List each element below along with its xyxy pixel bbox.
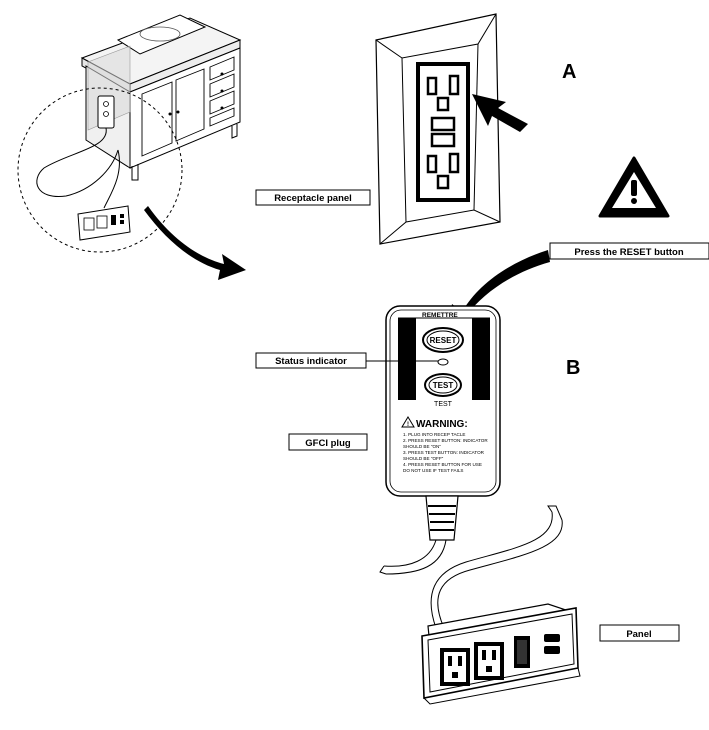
- receptacle-panel-callout: Receptacle panel: [255, 189, 371, 206]
- panel-callout: Panel: [599, 624, 680, 642]
- status-indicator-light: [437, 358, 449, 366]
- section-letter-b: B: [566, 357, 580, 379]
- detail-circle: [17, 87, 183, 253]
- pointer-arrow-icon: [472, 94, 528, 132]
- reset-button[interactable]: RESET: [422, 327, 464, 353]
- press-reset-callout: Press the RESET button: [549, 242, 709, 260]
- test-button-label: TEST: [433, 381, 454, 390]
- svg-text:Panel: Panel: [626, 629, 651, 640]
- svg-text:Status indicator: Status indicator: [275, 356, 347, 367]
- test-button[interactable]: TEST: [424, 373, 462, 397]
- wall-receptacle: [375, 13, 501, 245]
- warning-line: 2. PRESS RESET BUTTON: INDICATOR: [403, 438, 488, 443]
- warning-line: 4. PRESS RESET BUTTON FOR USE: [403, 462, 482, 467]
- warning-line: 3. PRESS TEST BUTTON: INDICATOR: [403, 450, 485, 455]
- warning-title: WARNING:: [416, 419, 468, 430]
- warning-line: 1. PLUG INTO RECEP TACLE: [403, 432, 465, 437]
- gfci-plug-callout: GFCI plug: [288, 433, 368, 451]
- gfci-warning-block: ! WARNING: 1. PLUG INTO RECEP TACLE 2. P…: [401, 416, 488, 473]
- svg-text:Receptacle panel: Receptacle panel: [274, 193, 352, 204]
- warning-small-icon: [401, 416, 415, 428]
- section-letter-a: A: [562, 61, 576, 83]
- vanity-cabinet-illustration: [36, 14, 242, 241]
- warning-triangle-icon: [598, 156, 670, 218]
- svg-text:GFCI plug: GFCI plug: [305, 438, 351, 449]
- test-caption: TEST: [434, 401, 453, 408]
- gfci-cord: [379, 495, 563, 629]
- curved-arrow-icon: [144, 206, 246, 280]
- warning-line: DO NOT USE IF TEST FAILS: [403, 468, 464, 473]
- receptacle-panel-unit: [421, 603, 581, 705]
- warning-line: SHOULD BE "ON": [403, 444, 441, 449]
- reset-button-label: RESET: [430, 336, 457, 345]
- svg-text:Press the RESET button: Press the RESET button: [574, 247, 683, 258]
- svg-text:!: !: [407, 422, 409, 428]
- warning-line: SHOULD BE "OFF": [403, 456, 444, 461]
- gfci-brand-label: REMETTRE: [422, 312, 458, 319]
- status-indicator-callout: Status indicator: [255, 352, 438, 369]
